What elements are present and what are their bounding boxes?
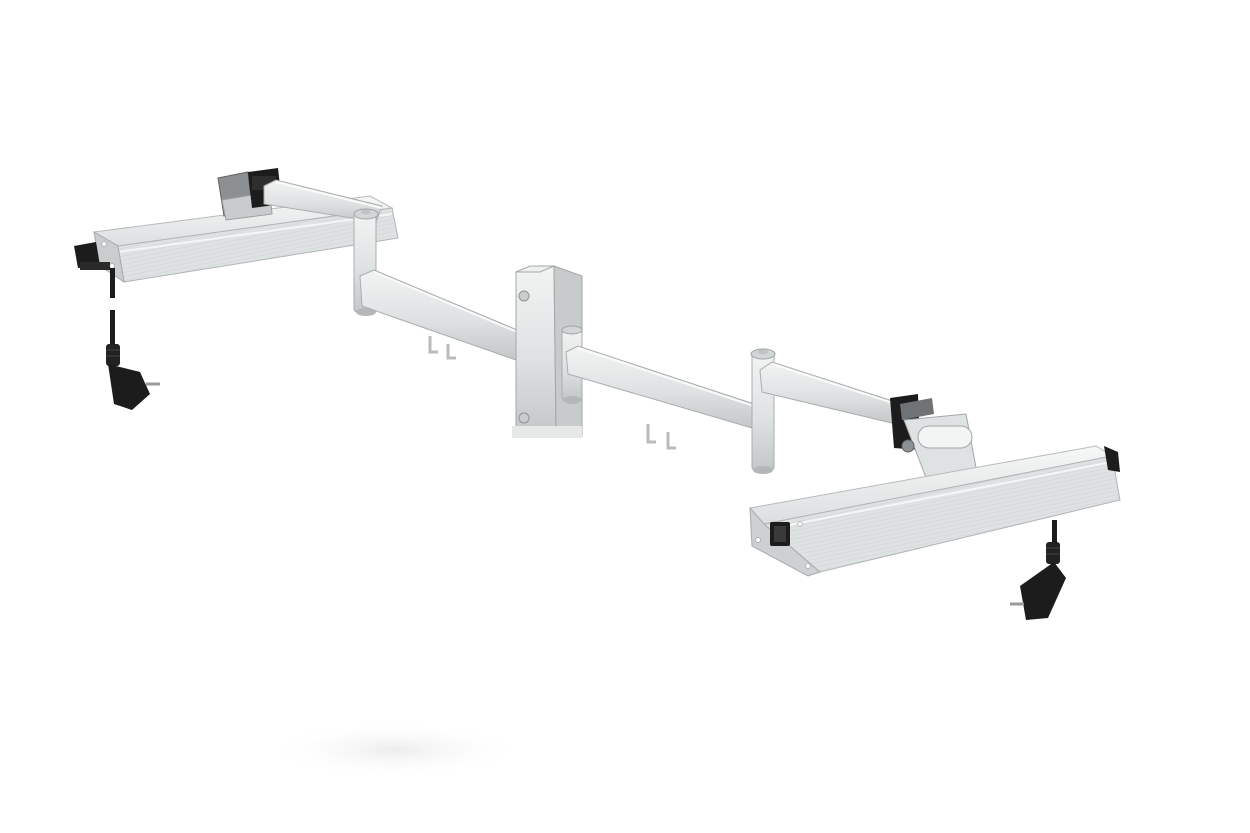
right-luminaire [749, 445, 1121, 577]
right-arm-lower [565, 345, 761, 429]
left-arm-upper [263, 179, 383, 223]
power-plug-icon [106, 344, 160, 410]
power-plug-icon [1010, 542, 1066, 620]
right-mount-bracket [890, 394, 979, 489]
cable-hook-icon [428, 336, 456, 360]
left-power-cable [110, 268, 115, 346]
left-arm-lower [359, 269, 523, 361]
floor-shadow [265, 722, 525, 778]
rocker-switch-icon [770, 522, 790, 546]
right-arm-upper [759, 361, 903, 425]
right-power-cable [1052, 520, 1057, 546]
cable-hook-icon [646, 424, 676, 450]
